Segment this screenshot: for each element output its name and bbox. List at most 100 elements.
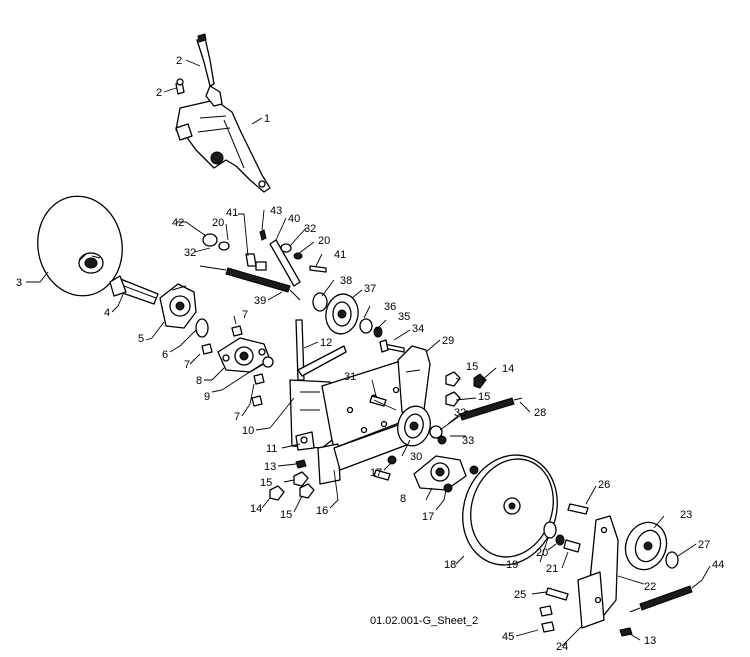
callout-22: 22 — [644, 581, 656, 593]
callout-37: 37 — [364, 283, 376, 295]
spring-44 — [629, 579, 703, 613]
flange-bearing-upper — [217, 337, 274, 373]
callout-14b: 14 — [502, 363, 514, 375]
callout-21: 21 — [546, 563, 558, 575]
washer-36 — [359, 318, 373, 334]
callout-15a: 15 — [260, 477, 272, 489]
callout-25: 25 — [514, 589, 526, 601]
callout-2b: 2 — [156, 87, 162, 99]
callout-30: 30 — [410, 451, 422, 463]
bolt-41a — [245, 253, 257, 267]
bolt-26 — [567, 503, 589, 515]
callout-13b: 13 — [644, 635, 656, 647]
callout-38: 38 — [340, 275, 352, 287]
nut-20b — [555, 534, 565, 546]
friction-disc — [37, 195, 123, 297]
callout-41b: 41 — [334, 249, 346, 261]
callout-34: 34 — [412, 323, 424, 335]
callout-7a: 7 — [242, 309, 248, 321]
callout-20c: 20 — [536, 547, 548, 559]
shift-lever-assembly — [175, 33, 271, 193]
callout-15d: 15 — [478, 391, 490, 403]
callout-17a: 17 — [370, 467, 382, 479]
callout-17b: 17 — [422, 511, 434, 523]
idler-bracket-22 — [577, 515, 619, 629]
callout-42: 42 — [172, 217, 184, 229]
callout-20a: 20 — [212, 217, 224, 229]
callout-19: 19 — [506, 559, 518, 571]
sheet-label: 01.02.001-G_Sheet_2 — [370, 615, 478, 627]
callout-45: 45 — [502, 631, 514, 643]
bolt-21 — [563, 539, 581, 553]
nut-27 — [665, 551, 679, 569]
callout-33: 33 — [462, 435, 474, 447]
nut-33 — [437, 435, 447, 445]
bolt-25 — [545, 587, 569, 601]
callout-8b: 8 — [400, 493, 406, 505]
callout-15c: 15 — [466, 361, 478, 373]
leader-lines — [26, 59, 711, 647]
washer-42 — [202, 233, 218, 247]
idler-pulley-30 — [397, 405, 431, 447]
nut-17a — [387, 455, 397, 465]
callout-35: 35 — [398, 311, 410, 323]
callout-1: 1 — [264, 113, 270, 125]
bolt-17b — [373, 469, 391, 481]
idler-pulley-23 — [624, 521, 668, 571]
control-rod — [295, 319, 347, 381]
hex-shaft — [109, 275, 159, 305]
callout-10: 10 — [242, 425, 254, 437]
callout-41a: 41 — [226, 207, 238, 219]
pin-13a — [295, 459, 307, 469]
clip-43 — [259, 229, 267, 241]
pulley-37 — [312, 292, 359, 335]
callout-31: 31 — [344, 371, 356, 383]
callout-13a: 13 — [264, 461, 276, 473]
washer-32a — [218, 241, 230, 251]
callout-labels: 2 2 1 3 4 5 6 7 7 7 8 8 9 10 11 12 13 13… — [16, 55, 724, 653]
callout-44: 44 — [712, 559, 724, 571]
drive-pulley-18 — [462, 454, 558, 566]
flange-bearing-lower — [413, 455, 479, 493]
washer-32b — [280, 243, 292, 253]
bolt-41c — [309, 265, 327, 273]
nuts-15-14-upper — [445, 371, 487, 407]
bolt-45a — [539, 605, 553, 617]
callout-7b: 7 — [184, 359, 190, 371]
nut-15a — [293, 471, 309, 487]
callout-24: 24 — [556, 641, 568, 653]
callout-14a: 14 — [250, 503, 262, 515]
nut-20a — [293, 252, 303, 260]
callout-40: 40 — [288, 213, 300, 225]
washer-19 — [543, 521, 557, 539]
callout-2a: 2 — [176, 55, 182, 67]
callout-29: 29 — [442, 335, 454, 347]
callout-8a: 8 — [196, 375, 202, 387]
callout-27: 27 — [698, 539, 710, 551]
pin-13b — [619, 627, 633, 637]
bearing-housing — [159, 283, 209, 338]
callout-26: 26 — [598, 479, 610, 491]
callout-28: 28 — [534, 407, 546, 419]
callout-6: 6 — [162, 349, 168, 361]
callout-32b: 32 — [304, 223, 316, 235]
callout-32c: 32 — [454, 407, 466, 419]
nut-14b — [269, 485, 285, 501]
bolts-7 — [201, 325, 265, 407]
nut-15b — [299, 483, 315, 499]
callout-18: 18 — [444, 559, 456, 571]
callout-43: 43 — [270, 205, 282, 217]
callout-7c: 7 — [234, 411, 240, 423]
callout-20b: 20 — [318, 235, 330, 247]
callout-4: 4 — [104, 307, 110, 319]
bolt-34 — [379, 339, 405, 353]
callout-16: 16 — [316, 505, 328, 517]
callout-39: 39 — [254, 295, 266, 307]
callout-23: 23 — [680, 509, 692, 521]
spring-39 — [199, 265, 301, 301]
bolt-45b — [541, 621, 555, 633]
callout-5: 5 — [138, 333, 144, 345]
callout-9: 9 — [204, 391, 210, 403]
link-rod-40 — [269, 239, 301, 287]
